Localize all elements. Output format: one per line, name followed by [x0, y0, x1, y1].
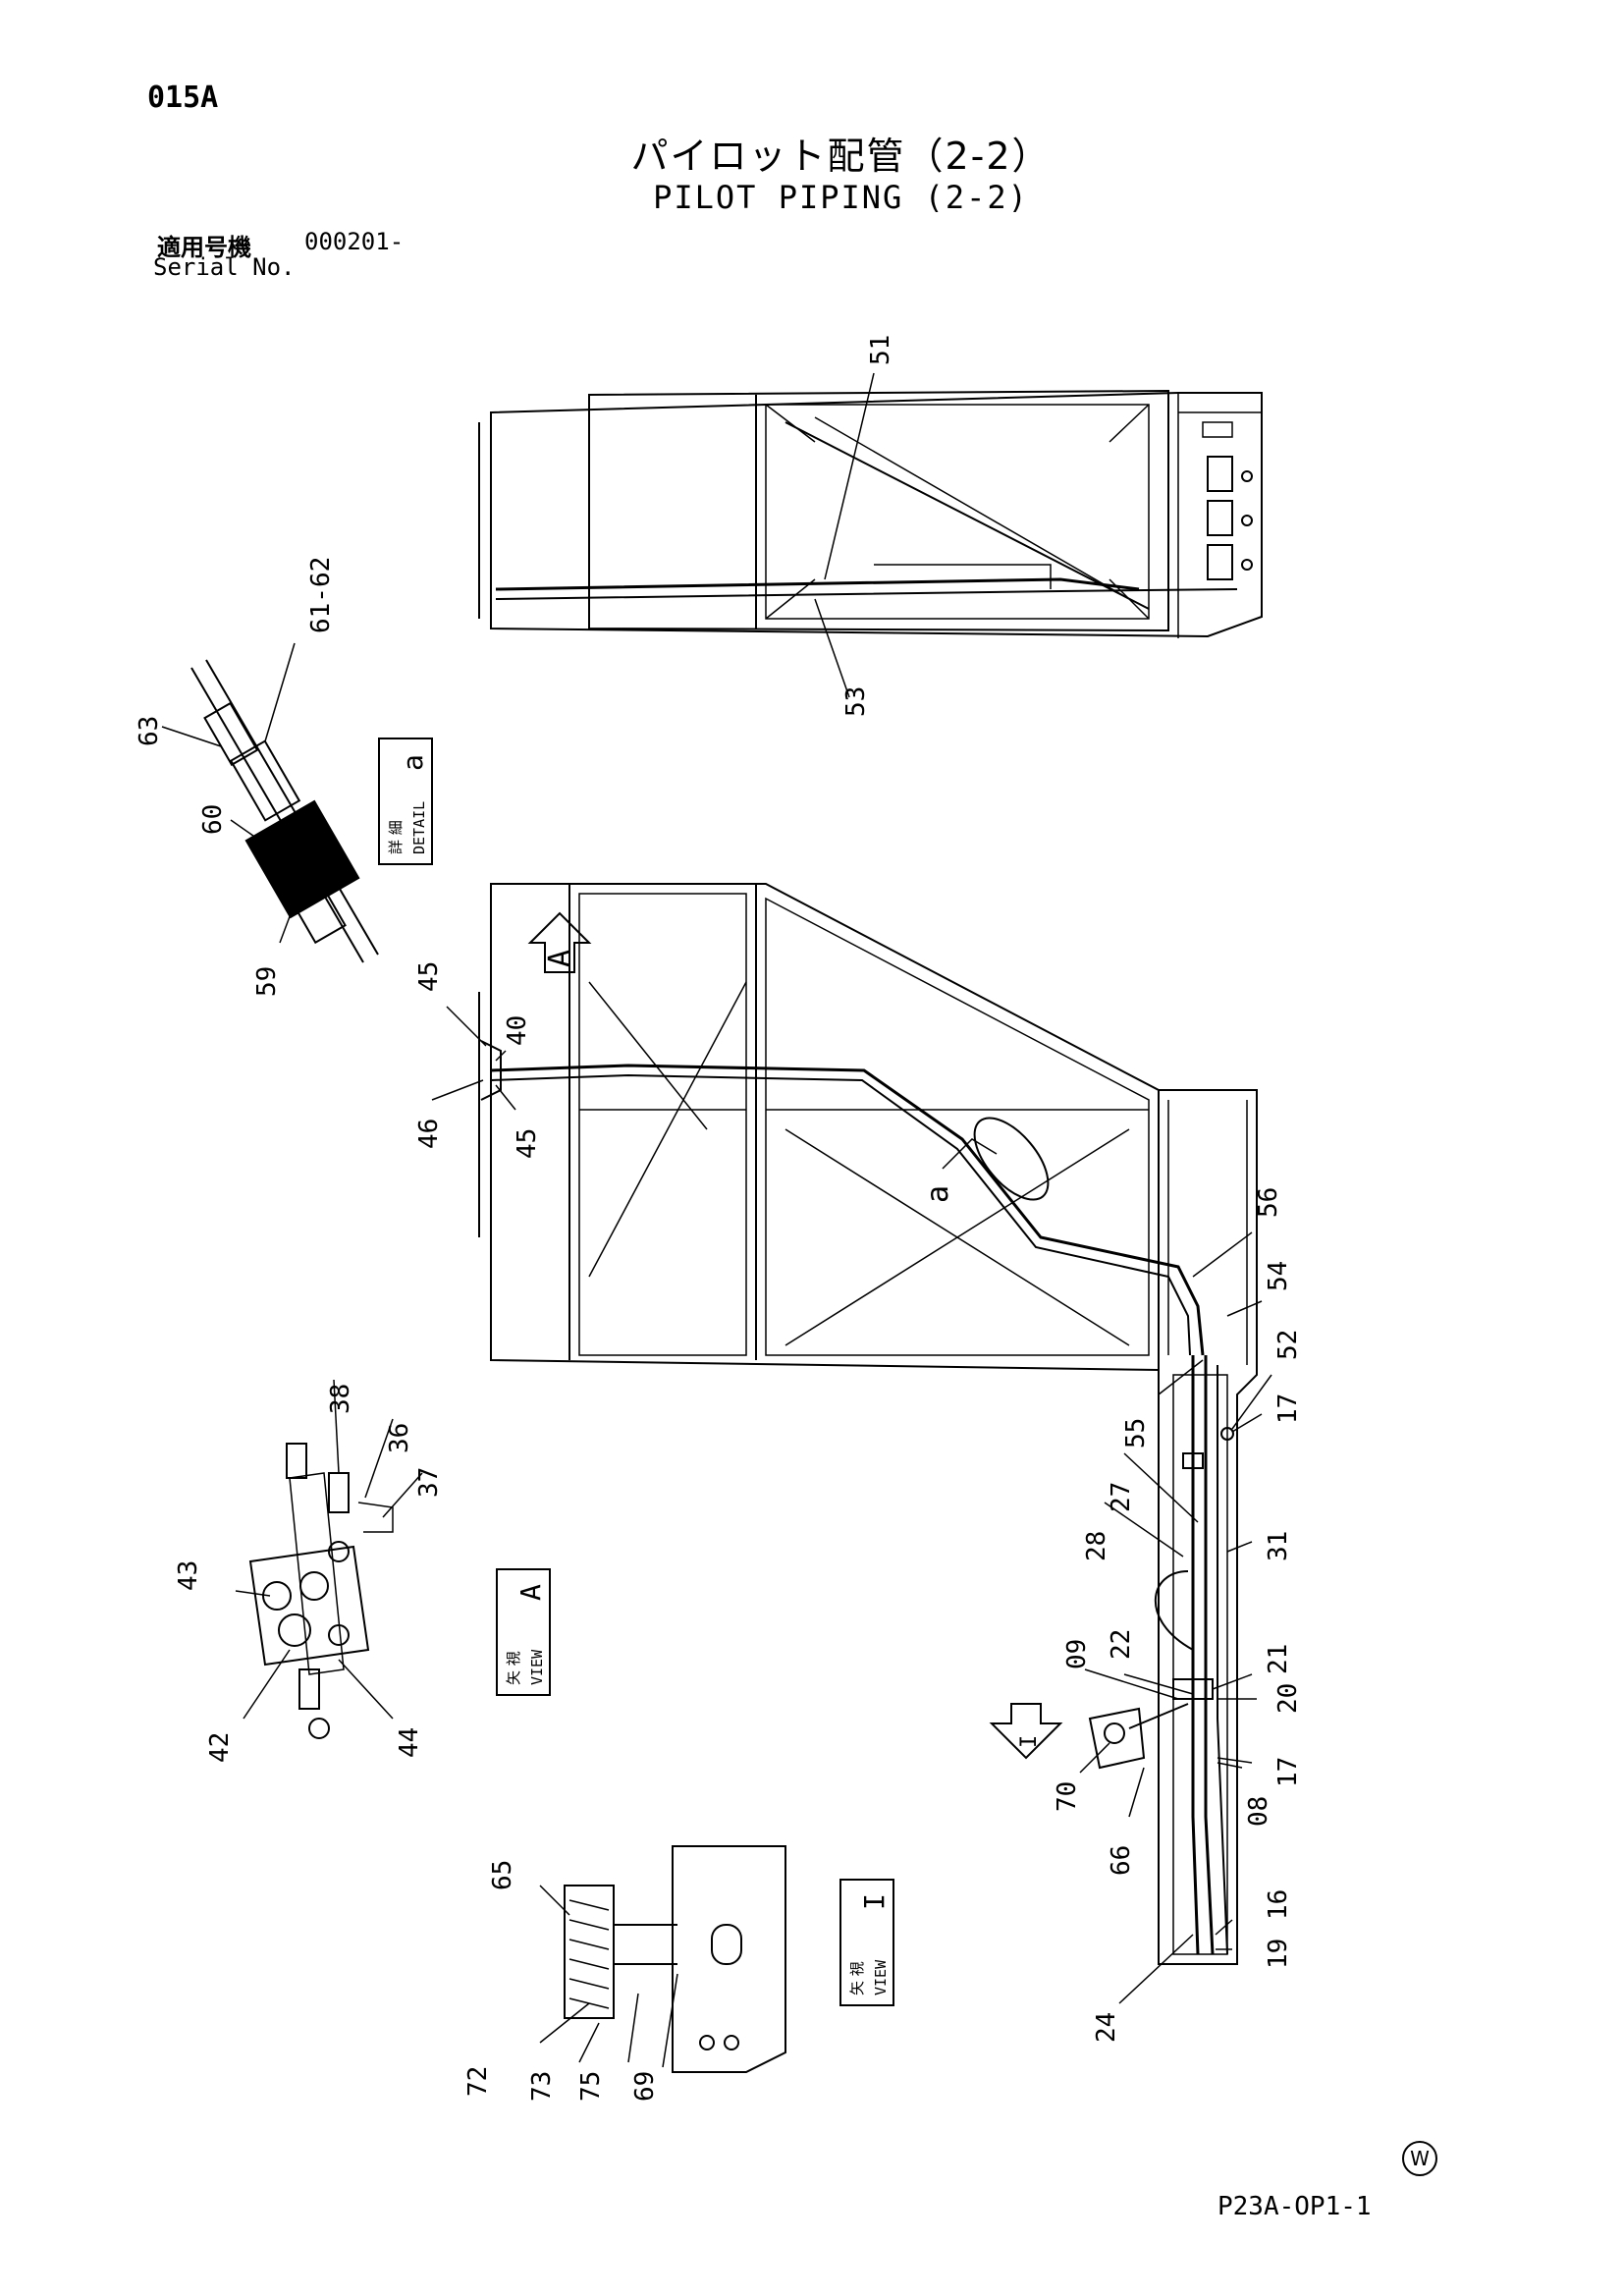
detail-box-letter: a: [397, 754, 429, 771]
part-label: 73: [527, 2071, 557, 2102]
part-label: 53: [841, 686, 871, 717]
detail-box-text: 詳 細 DETAIL: [387, 801, 428, 854]
part-label: 19: [1264, 1939, 1293, 1969]
part-label: 21: [1264, 1644, 1293, 1674]
view-a-box: [496, 1568, 551, 1696]
view-i-box-text: 矢 視 VIEW: [848, 1959, 890, 1995]
watermark-symbol: W: [1402, 2141, 1437, 2176]
part-label: 70: [1053, 1781, 1082, 1812]
part-label: 37: [414, 1467, 444, 1498]
serial-label-en: Serial No.: [153, 253, 296, 281]
part-label: 65: [488, 1860, 517, 1890]
view-i-box: [839, 1879, 894, 2006]
part-label: 38: [326, 1384, 355, 1414]
part-label: 63: [135, 716, 164, 746]
view-a-valve-drawing: [248, 1443, 394, 1739]
detail-box-jp: 詳 細: [387, 820, 405, 854]
part-label: 42: [205, 1732, 235, 1763]
part-label: 27: [1107, 1482, 1136, 1512]
lower-rail-drawing: [989, 1089, 1258, 1965]
part-label: 60: [198, 804, 228, 835]
view-i-box-jp: 矢 視: [848, 1961, 866, 1995]
arrow-i-marker: I: [1017, 1735, 1042, 1748]
part-label: 22: [1107, 1629, 1136, 1660]
part-label: 54: [1264, 1261, 1293, 1291]
view-a-box-text: 矢 視 VIEW: [505, 1649, 546, 1685]
part-label: 55: [1121, 1418, 1151, 1449]
detail-box-en: DETAIL: [410, 801, 428, 854]
main-frame-drawing: [478, 883, 1205, 1372]
page-code: 015A: [147, 81, 219, 115]
part-label: 16: [1264, 1889, 1293, 1920]
part-label: 40: [503, 1015, 532, 1046]
part-label: 31: [1264, 1531, 1293, 1561]
part-label: 66: [1107, 1845, 1136, 1876]
serial-value: 000201-: [304, 228, 405, 255]
part-label: 59: [252, 966, 282, 997]
part-label: 44: [395, 1727, 424, 1758]
view-i-drawing: [564, 1845, 786, 2073]
part-label: 52: [1273, 1330, 1303, 1360]
view-a-box-en: VIEW: [528, 1649, 546, 1685]
part-label: 69: [630, 2071, 660, 2102]
part-labels: 51 53 61-62 63 60 59 45 40 46 45 56 54 5…: [135, 335, 1303, 2102]
part-label: 28: [1082, 1531, 1111, 1561]
view-i-box-letter: I: [858, 1893, 891, 1910]
part-label: 45: [513, 1128, 542, 1159]
part-label: 45: [414, 961, 444, 992]
part-label: 51: [866, 335, 895, 365]
detail-a-drawing: [190, 659, 379, 963]
page-title-jp: パイロット配管（2-2）: [630, 135, 1052, 178]
detail-a-box: [378, 738, 433, 865]
part-label: 17: [1273, 1394, 1303, 1424]
part-label: 36: [385, 1423, 414, 1453]
part-label: 20: [1273, 1683, 1303, 1714]
part-label: 43: [174, 1560, 203, 1591]
part-label: 24: [1092, 2012, 1121, 2043]
part-label: 17: [1273, 1757, 1303, 1787]
top-frame-drawing: [478, 389, 1263, 638]
view-a-box-letter: A: [514, 1584, 547, 1601]
serial-label-jp: 適用号機: [157, 234, 251, 261]
view-a-box-jp: 矢 視: [505, 1651, 522, 1685]
arrow-a-marker: A: [543, 950, 577, 967]
part-label: 08: [1244, 1796, 1273, 1827]
markers: A I a: [543, 950, 1042, 1748]
page-title-en: PILOT PIPING (2-2): [653, 179, 1029, 216]
part-label: 61-62: [306, 557, 336, 633]
part-label: 56: [1254, 1187, 1283, 1218]
view-i-box-letter-group: I: [858, 1893, 891, 1910]
callout-a-marker: a: [921, 1185, 955, 1203]
drawing-number: P23A-OP1-1: [1217, 2192, 1372, 2221]
view-i-box-en: VIEW: [872, 1959, 890, 1995]
part-label: 09: [1062, 1639, 1092, 1669]
detail-box-letter-group: a: [397, 754, 429, 771]
part-label: 75: [576, 2071, 606, 2102]
part-label: 72: [463, 2066, 493, 2097]
part-label: 46: [414, 1119, 444, 1149]
view-a-box-letter-group: A: [514, 1584, 547, 1601]
